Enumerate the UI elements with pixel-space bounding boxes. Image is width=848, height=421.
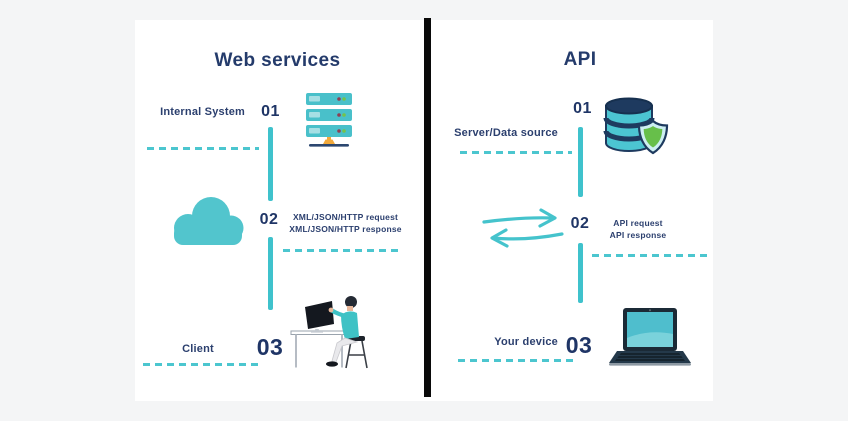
left-dashed-line-2 (283, 249, 401, 252)
left-step2-number: 02 (259, 211, 279, 228)
right-dashed-line-1 (460, 151, 572, 154)
internal-system-label: Internal System (160, 106, 245, 118)
right-step2-description: API request API response (595, 217, 681, 241)
right-timeline-segment-2 (578, 243, 583, 303)
center-divider (424, 18, 431, 397)
left-dashed-line-1 (147, 147, 259, 150)
left-step2-description: XML/JSON/HTTP request XML/JSON/HTTP resp… (288, 211, 403, 235)
database-shield-icon (602, 96, 670, 162)
cloud-icon (164, 195, 251, 247)
right-step3-number: 03 (565, 332, 593, 358)
web-services-title: Web services (214, 50, 341, 71)
left-timeline-segment-1 (268, 127, 273, 201)
request-response-arrows-icon (481, 205, 565, 249)
left-dashed-line-3 (143, 363, 259, 366)
right-dashed-line-2 (592, 254, 712, 257)
left-timeline-segment-2 (268, 237, 273, 310)
your-device-label: Your device (494, 336, 558, 348)
right-dashed-line-3 (458, 359, 574, 362)
left-step3-number: 03 (256, 334, 284, 360)
laptop-icon (607, 307, 693, 369)
person-at-desk-icon (287, 291, 379, 369)
right-timeline-segment-1 (578, 127, 583, 197)
xml-response-line: XML/JSON/HTTP response (289, 224, 402, 234)
right-step1-number: 01 (573, 100, 592, 117)
server-data-source-label: Server/Data source (454, 127, 558, 139)
client-label: Client (182, 343, 214, 355)
api-response-line: API response (609, 230, 667, 240)
xml-request-line: XML/JSON/HTTP request (292, 212, 399, 222)
api-title: API (563, 49, 597, 70)
server-stack-icon (303, 91, 355, 149)
right-step2-number: 02 (570, 215, 590, 232)
left-step1-number: 01 (261, 103, 280, 120)
api-request-line: API request (613, 218, 663, 228)
